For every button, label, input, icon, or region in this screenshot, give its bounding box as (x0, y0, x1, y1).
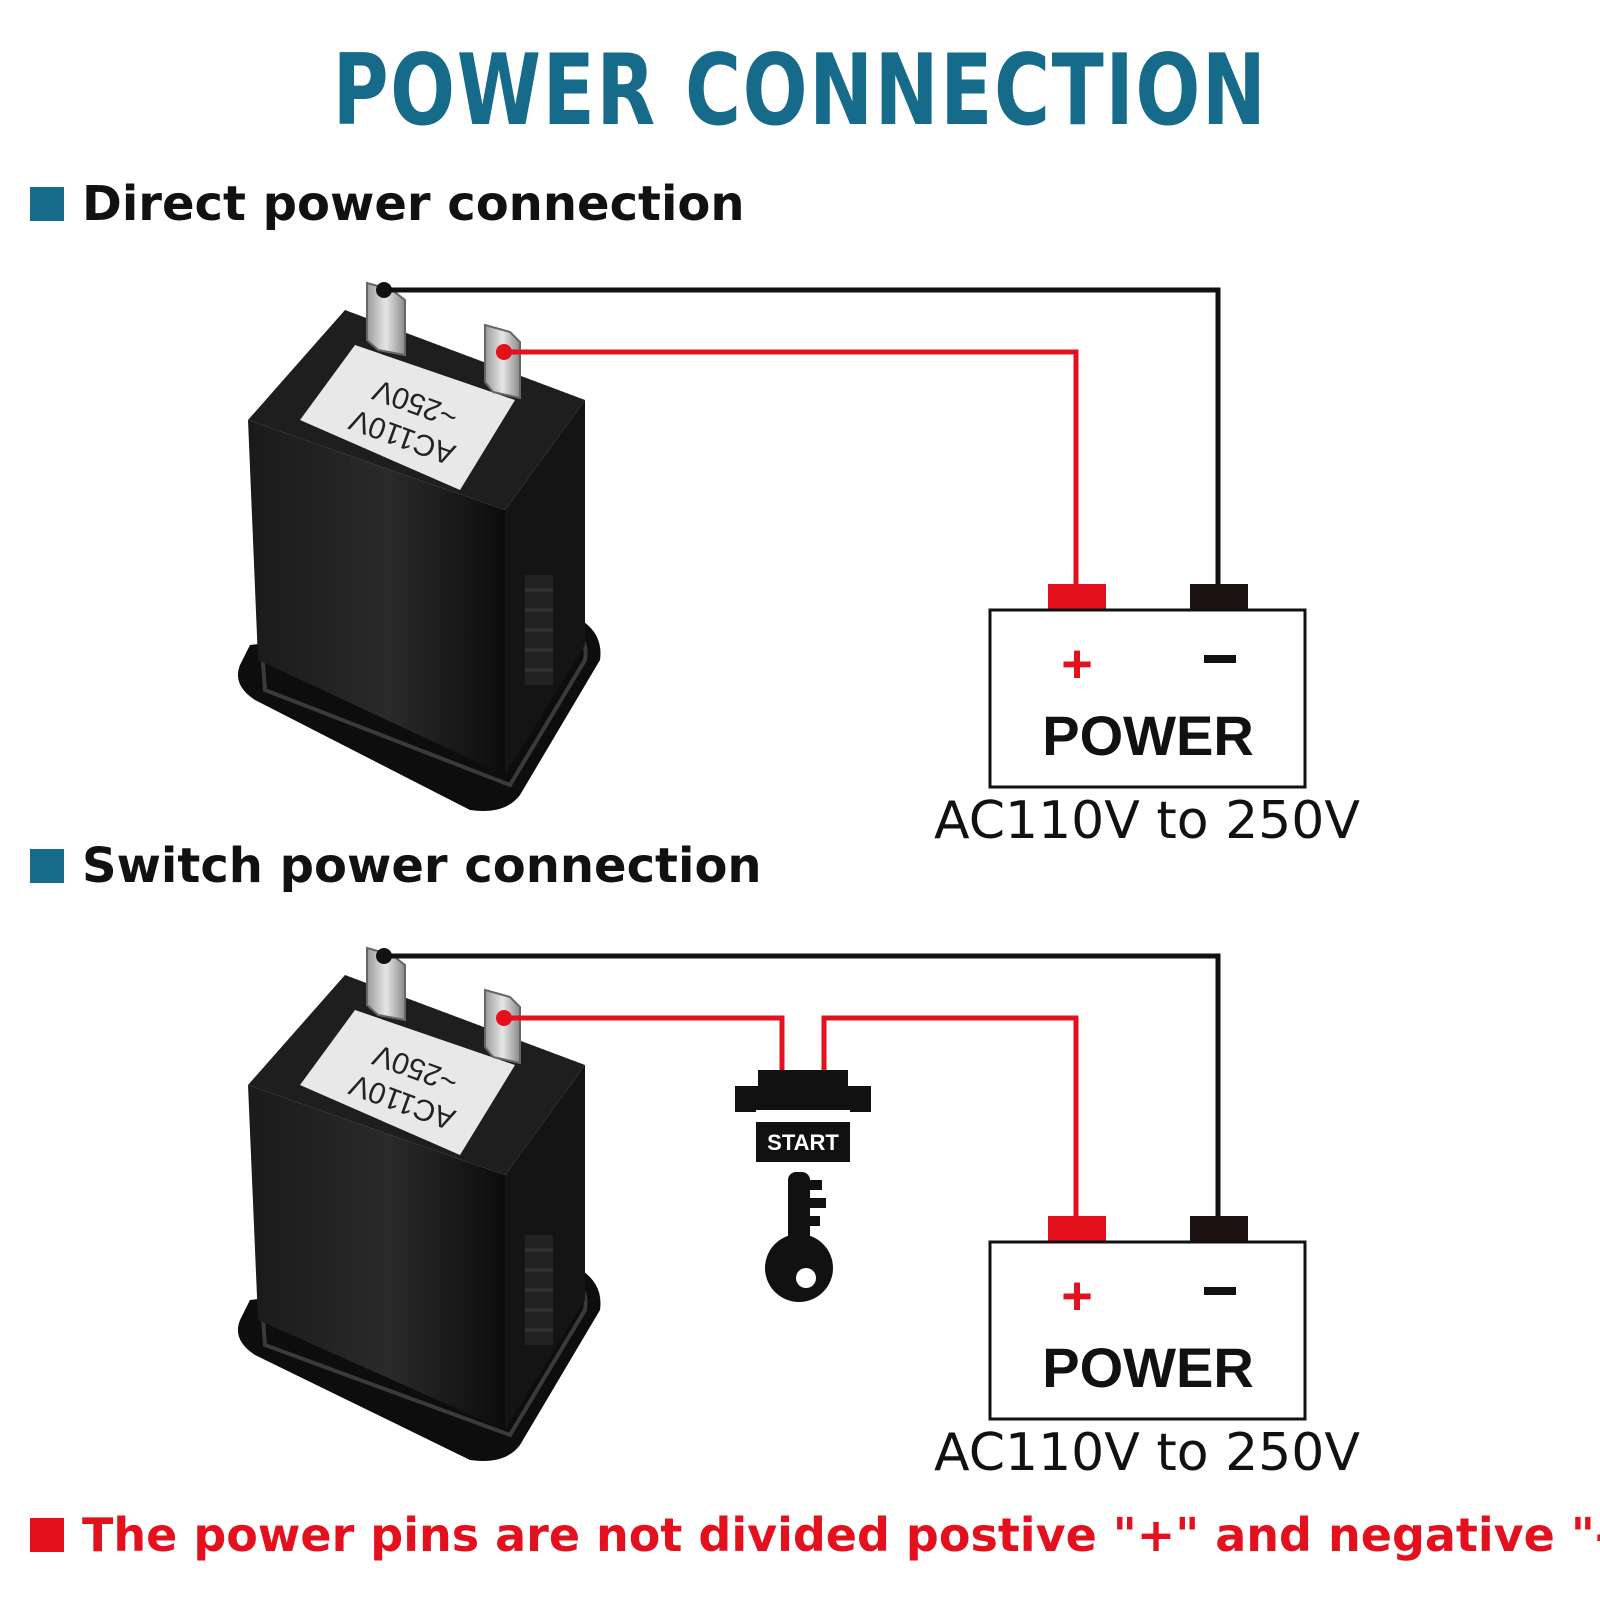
device-pin-right (484, 988, 521, 1065)
negative-wire (384, 953, 1221, 1222)
positive-wire-from-switch (821, 1015, 1079, 1222)
device-label (300, 1010, 515, 1155)
section-marker-icon (30, 187, 64, 221)
positive-wire (504, 349, 1079, 590)
device-pin-right (484, 323, 521, 400)
section-heading-switch: Switch power connection (30, 838, 762, 894)
switch-label-plate (756, 1122, 850, 1162)
wire-terminal-dot (496, 1010, 512, 1026)
voltage-label: AC110V to 250V (934, 1423, 1360, 1483)
power-source-switch: + POWER AC110V to 250V (934, 1216, 1360, 1483)
negative-terminal (1190, 584, 1248, 610)
device-front (248, 1085, 505, 1430)
switch-cap (758, 1070, 848, 1088)
key-icon (765, 1172, 833, 1302)
plus-sign: + (1061, 634, 1093, 694)
note-text: The power pins are not divided postive "… (82, 1508, 1600, 1562)
power-label: POWER (1042, 1336, 1254, 1399)
positive-terminal (1048, 1216, 1106, 1242)
note-marker-icon (30, 1518, 64, 1552)
power-box (988, 608, 1307, 789)
power-label: POWER (1042, 704, 1254, 767)
positive-wire-to-switch (504, 1015, 785, 1075)
wire-terminal-dot (376, 948, 392, 964)
wire-terminal-dot (496, 344, 512, 360)
section-heading-text: Direct power connection (82, 176, 745, 232)
switch-label: START (767, 1130, 839, 1155)
voltage-label: AC110V to 250V (934, 791, 1360, 851)
wire-terminal-dot (376, 282, 392, 298)
positive-terminal (1048, 584, 1106, 610)
minus-sign-icon (1204, 655, 1236, 663)
page-title: POWER CONNECTION (332, 34, 1268, 148)
device-label (300, 345, 515, 490)
device-switch: AC110V ~250V (237, 946, 601, 1461)
plus-sign: + (1061, 1266, 1093, 1326)
device-front (248, 420, 505, 775)
polarity-note: The power pins are not divided postive "… (30, 1508, 1600, 1562)
device-direct: AC110V ~250V (237, 281, 601, 811)
power-box (988, 1240, 1307, 1421)
section-marker-icon (30, 849, 64, 883)
negative-terminal (1190, 1216, 1248, 1242)
switch-flange (735, 1086, 871, 1112)
section-heading-text: Switch power connection (82, 838, 762, 894)
device-grille (525, 1235, 553, 1345)
switch-gap (756, 1110, 850, 1122)
section-heading-direct: Direct power connection (30, 176, 745, 232)
minus-sign-icon (1204, 1287, 1236, 1295)
negative-wire (384, 287, 1221, 590)
start-switch: START (735, 1070, 871, 1302)
power-source-direct: + POWER AC110V to 250V (934, 584, 1360, 851)
device-grille (525, 575, 553, 685)
